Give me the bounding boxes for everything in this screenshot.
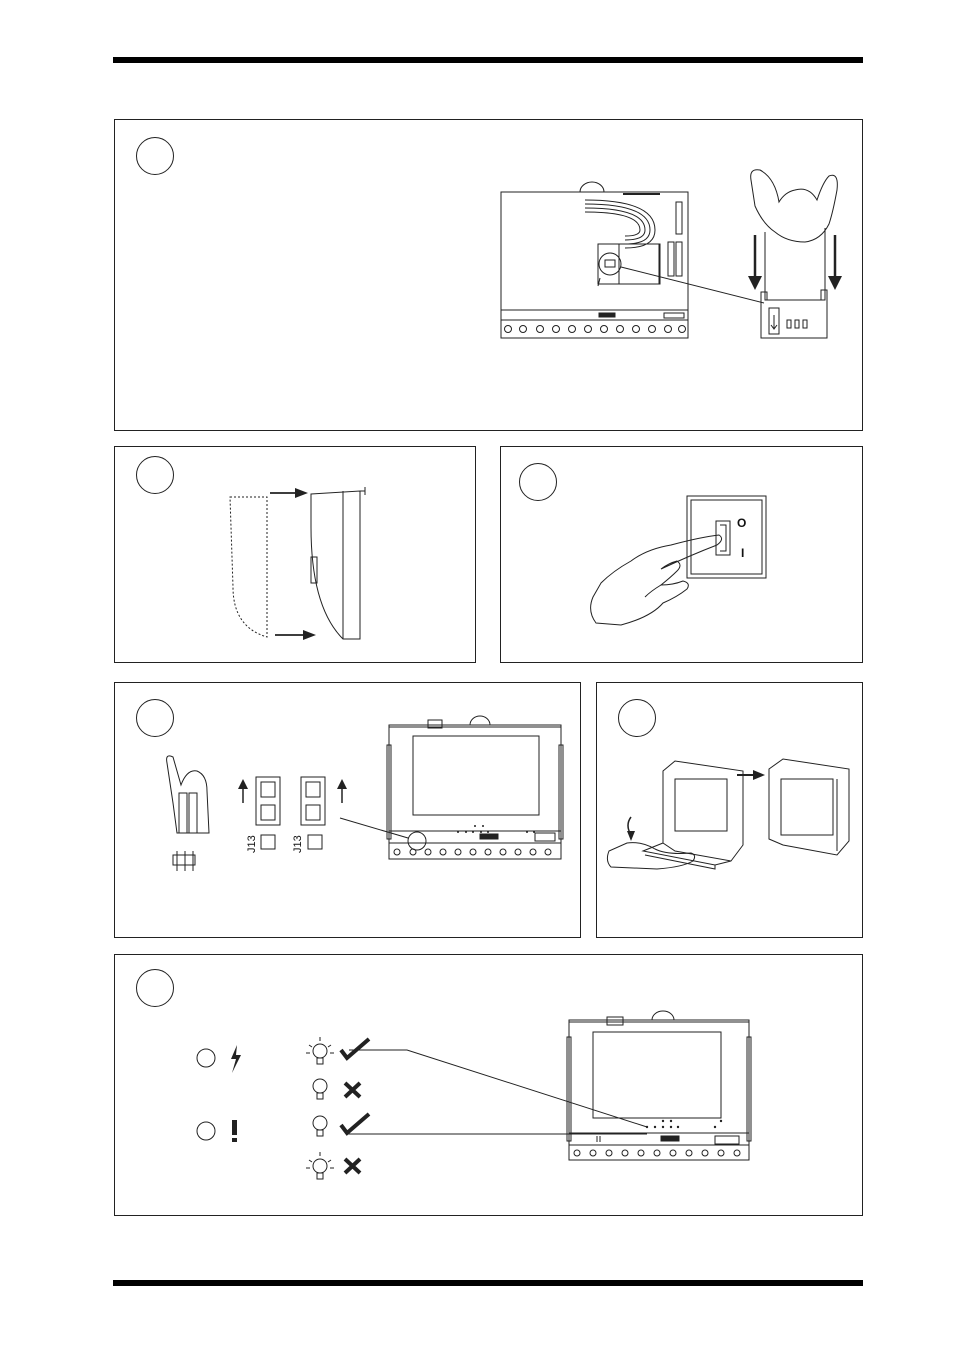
panel-step-6: [114, 954, 863, 1216]
rocker-switch: [716, 521, 730, 555]
bulb-lit-2: [306, 1152, 334, 1179]
switch-on-label: I: [741, 546, 744, 560]
panel-step-1: [114, 119, 863, 431]
jumper-j13-a-label: J13: [246, 835, 258, 853]
leader-line: [621, 267, 764, 303]
device-closed: [769, 759, 849, 855]
terminal-row-6: [574, 1150, 740, 1156]
fault-led-indicator: [197, 1122, 215, 1140]
jumper-j13-b: [301, 777, 342, 849]
cross-icon-1: [345, 1083, 360, 1097]
jumper-j13-b-label: J13: [292, 835, 304, 853]
panel-6-illustration: [115, 955, 864, 1217]
bulb-off-1: [313, 1079, 327, 1099]
terminal-row: [505, 326, 686, 333]
panel-step-5: [596, 682, 863, 938]
panel-3-illustration: O I: [501, 447, 864, 664]
device-front-6: [567, 1011, 751, 1160]
memory-module: [598, 244, 660, 284]
bottom-rule: [113, 1280, 863, 1286]
hand: [591, 535, 722, 625]
check-icon-2: [341, 1114, 369, 1133]
panel-2-illustration: [115, 447, 477, 664]
check-icon-1: [341, 1039, 369, 1058]
panel-step-4: J13 J13: [114, 682, 581, 938]
panel-step-3: O I: [500, 446, 863, 663]
leader-line-1: [349, 1050, 647, 1127]
front-cover: [311, 491, 360, 639]
switch-off-label: O: [737, 516, 746, 530]
bulb-lit-1: [306, 1037, 334, 1064]
device-with-flap: [643, 761, 743, 869]
lightning-icon: [231, 1045, 241, 1073]
cross-icon-2: [345, 1159, 360, 1173]
panel-4-illustration: J13 J13: [115, 683, 582, 939]
device-front: [387, 716, 563, 859]
hand-inserting-card: [751, 170, 838, 338]
cover-outline-dotted: [230, 497, 267, 637]
panel-step-2: [114, 446, 476, 663]
power-led-indicator: [197, 1049, 215, 1067]
exclamation-icon: [232, 1120, 237, 1135]
top-rule: [113, 57, 863, 63]
bulb-off-2: [313, 1116, 327, 1136]
hand-removing-jumper: [167, 756, 209, 871]
panel-5-illustration: [597, 683, 864, 939]
panel-1-illustration: [115, 120, 864, 432]
